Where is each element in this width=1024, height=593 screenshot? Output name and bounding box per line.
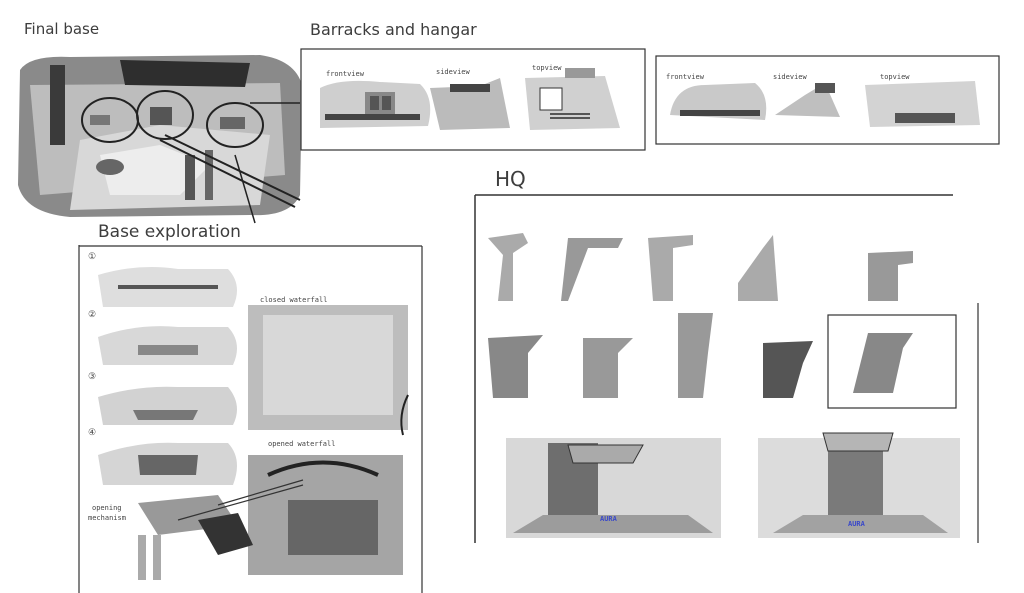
- barracks-panel-a: [300, 48, 646, 151]
- barracks-b-side-label: sideview: [773, 73, 807, 81]
- hq-logo-right: AURA: [848, 520, 865, 528]
- mechanism-label-2: mechanism: [88, 514, 126, 522]
- opened-waterfall-label: opened waterfall: [268, 440, 336, 448]
- exploration-step-2: ②: [88, 310, 97, 320]
- exploration-step-4: ④: [88, 428, 97, 438]
- barracks-panel-b: [655, 55, 1000, 145]
- exploration-step-3: ③: [88, 372, 97, 382]
- exploration-step-1: ①: [88, 252, 97, 262]
- barracks-a-side-label: sideview: [436, 68, 470, 76]
- barracks-a-front-label: frontview: [326, 70, 364, 78]
- closed-waterfall-label: closed waterfall: [260, 296, 328, 304]
- final-base-title: Final base: [24, 20, 100, 38]
- hq-panel: [473, 193, 983, 553]
- hq-title: HQ: [495, 167, 526, 191]
- barracks-b-front-label: frontview: [666, 73, 704, 81]
- mechanism-label-1: opening: [92, 504, 122, 512]
- hq-logo-left: AURA: [600, 515, 617, 523]
- final-base-sketch: [10, 45, 310, 225]
- barracks-title: Barracks and hangar: [310, 20, 477, 39]
- exploration-panel: [78, 245, 423, 593]
- exploration-title: Base exploration: [98, 222, 241, 242]
- barracks-b-top-label: topview: [880, 73, 910, 81]
- barracks-a-top-label: topview: [532, 64, 562, 72]
